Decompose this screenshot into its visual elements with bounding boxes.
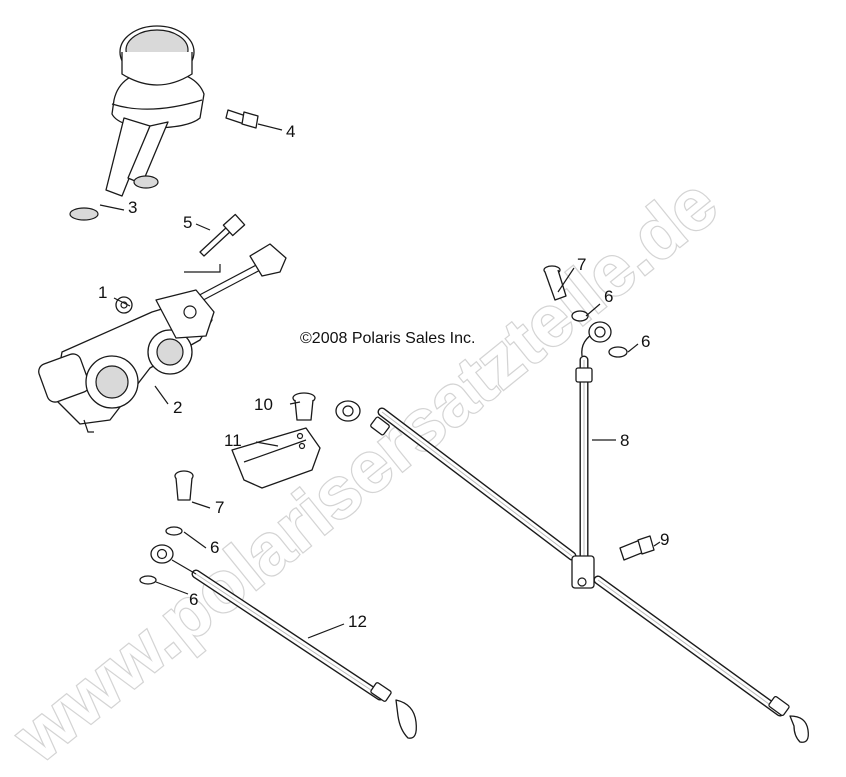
callout-11: 11 [224, 431, 242, 450]
brake-line-part-8 [575, 321, 612, 565]
bolt-part-7-right [543, 265, 567, 301]
banjo-bolt-part-9 [619, 535, 655, 561]
tee-fitting [571, 555, 595, 589]
reservoir-assembly [69, 25, 205, 221]
callout-3: 3 [128, 198, 137, 217]
callout-8: 8 [620, 431, 629, 450]
copyright-notice: ©2008 Polaris Sales Inc. [300, 330, 475, 347]
pushrod-clevis [184, 243, 287, 307]
callout-10: 10 [254, 395, 273, 414]
callout-5: 5 [183, 213, 192, 232]
callout-7-left: 7 [215, 498, 224, 517]
brake-line-left-branch [335, 400, 577, 561]
callout-6-left-lower: 6 [189, 590, 198, 609]
callout-6-right-upper: 6 [604, 287, 613, 306]
callout-12: 12 [348, 612, 367, 631]
master-cylinder-part-2 [38, 289, 215, 433]
leader-lines [99, 123, 661, 639]
callout-6-left-upper: 6 [210, 538, 219, 557]
brake-line-right-branch [593, 575, 809, 743]
bolt-part-4 [225, 109, 259, 129]
washers-part-6 [139, 310, 628, 585]
bracket-part-11 [231, 427, 321, 489]
watermark-text: www.polarisersatzteile.de [0, 163, 732, 772]
callout-2: 2 [173, 398, 182, 417]
bolt-part-10 [292, 392, 316, 421]
callout-9: 9 [660, 530, 669, 549]
brake-line-part-12 [150, 544, 417, 739]
bolt-part-5 [199, 213, 246, 257]
callout-1: 1 [98, 283, 107, 302]
callout-7-right: 7 [577, 255, 586, 274]
callout-6-right-lower: 6 [641, 332, 650, 351]
bolt-part-7-left [174, 470, 194, 501]
nut-part-1 [115, 296, 133, 314]
callout-4: 4 [286, 122, 295, 141]
